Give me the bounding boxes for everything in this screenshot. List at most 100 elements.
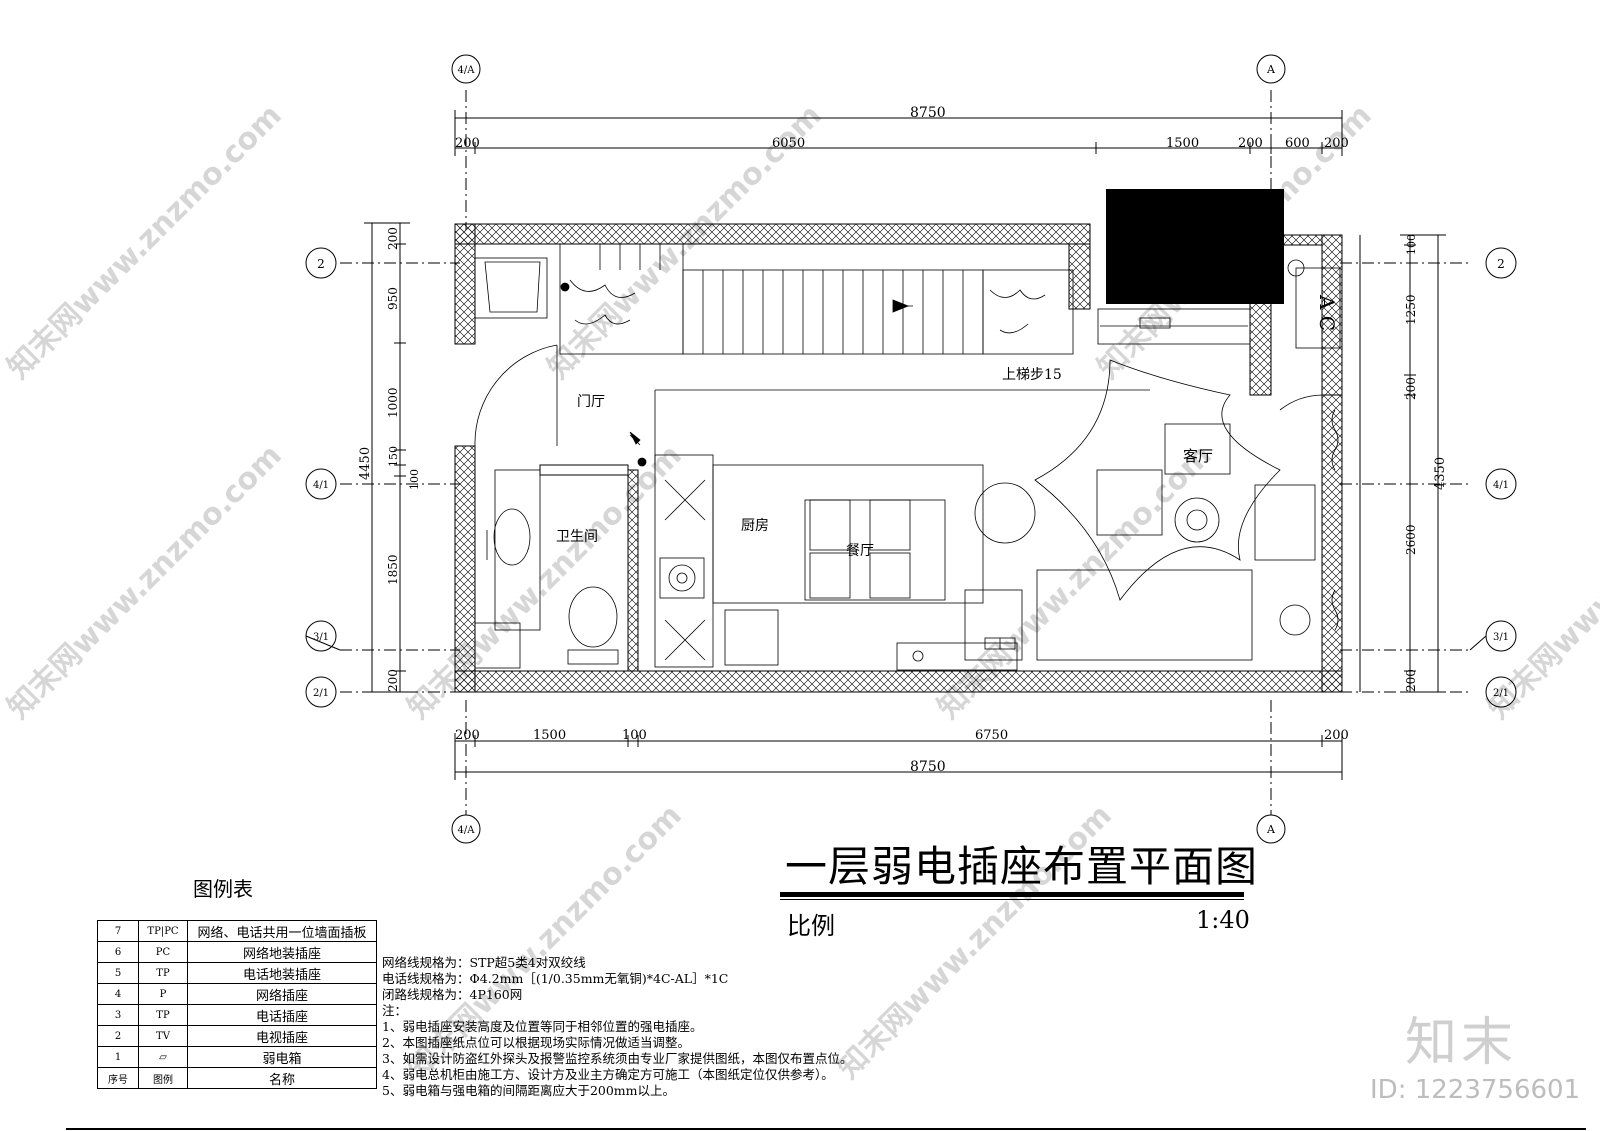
axis-label: 4/A [458, 825, 476, 836]
legend-name: 电话插座 [187, 1004, 377, 1026]
watermark-text: 知末网www.znzmo.com [1, 438, 289, 726]
dim-left-seg: 1850 [386, 554, 400, 585]
spec-line: 电话线规格为：Φ4.2mm［(1/0.35mm无氧铜)*4C-AL］*1C [382, 971, 729, 986]
legend-header-symbol: 图例 [138, 1067, 188, 1089]
axis-bubble [451, 814, 481, 844]
legend-name: 电话地装插座 [187, 962, 377, 984]
dim-top-seg: 6050 [772, 136, 805, 151]
dim-left-seg: 1000 [386, 387, 400, 418]
room-label-foyer: 门厅 [577, 394, 605, 410]
dim-bottom-seg: 200 [1324, 728, 1349, 743]
drawing-title: 一层弱电插座布置平面图 [785, 842, 1259, 891]
legend-table: 7 TP|PC 网络、电话共用一位墙面插板 6 PC 网络地装插座 5 TP 电… [97, 920, 377, 1089]
legend-header-name: 名称 [187, 1067, 377, 1089]
legend-row: 2 TV 电视插座 [97, 1025, 377, 1047]
outlet-symbols [984, 317, 1171, 650]
legend-row: 7 TP|PC 网络、电话共用一位墙面插板 [97, 920, 377, 942]
furniture [474, 257, 1341, 671]
legend-name: 网络地装插座 [187, 941, 377, 963]
dim-right-seg: 1250 [1404, 294, 1418, 325]
spec-line: 3、如需设计防盗红外探头及报警监控系统须由专业厂家提供图纸，本图仅布置点位。 [382, 1051, 853, 1066]
watermark-text: 知末网www.znzmo.com [1, 98, 289, 386]
legend-no: 4 [97, 983, 139, 1005]
image-id-watermark: ID: 1223756601 [1370, 1075, 1581, 1105]
legend-no: 2 [97, 1025, 139, 1047]
axis-label: 3/1 [1493, 632, 1509, 643]
legend-row: 5 TP 电话地装插座 [97, 962, 377, 984]
legend-row: 3 TP 电话插座 [97, 1004, 377, 1026]
legend-no: 7 [97, 920, 139, 942]
axis-label: 2/1 [1493, 688, 1509, 699]
dim-left-seg: 950 [386, 287, 400, 310]
spec-line: 网络线规格为：STP超5类4对双绞线 [382, 955, 586, 970]
dim-left-seg: 200 [386, 227, 400, 250]
right-axis-bubbles [305, 247, 1517, 708]
legend-name: 电视插座 [187, 1025, 377, 1047]
dim-bottom-seg: 6750 [975, 728, 1008, 743]
dim-left-seg: 200 [386, 669, 400, 692]
dim-bottom-seg: 200 [455, 728, 480, 743]
legend-header-no: 序号 [97, 1067, 139, 1089]
dim-top-seg: 200 [455, 136, 480, 151]
room-label-bathroom: 卫生间 [556, 529, 598, 545]
stair-treads [559, 243, 1074, 355]
redacted-block [1106, 189, 1284, 304]
axis-bubble [1256, 814, 1286, 844]
dim-bottom-seg: 100 [622, 728, 647, 743]
brand-watermark: 知末 [1405, 1013, 1518, 1073]
legend-no: 3 [97, 1004, 139, 1026]
ac-label: A C [1315, 294, 1339, 331]
legend-title: 图例表 [193, 877, 253, 901]
legend-symbol: TV [138, 1025, 188, 1047]
axis-bubble [451, 54, 481, 84]
axis-label: 2/1 [313, 688, 329, 699]
legend-symbol: ▱ [138, 1046, 188, 1068]
dim-top-seg: 200 [1238, 136, 1263, 151]
legend-header-row: 序号 图例 名称 [97, 1067, 377, 1089]
spec-notes: 网络线规格为：STP超5类4对双绞线 电话线规格为：Φ4.2mm［(1/0.35… [382, 955, 852, 1099]
dim-bottom-seg: 1500 [533, 728, 566, 743]
dim-right-seg: 2600 [1404, 524, 1418, 555]
legend-symbol: P [138, 983, 188, 1005]
axis-label: 3/1 [313, 632, 329, 643]
legend-row: 1 ▱ 弱电箱 [97, 1046, 377, 1068]
spec-line: 注： [382, 1003, 408, 1018]
axis-label: 4/1 [1493, 480, 1509, 491]
legend-no: 6 [97, 941, 139, 963]
axis-label: 4/1 [313, 480, 329, 491]
scale-value: 1:40 [1196, 906, 1250, 934]
dim-top-seg: 1500 [1166, 136, 1199, 151]
left-dimensions [340, 222, 460, 693]
dim-bottom-total: 8750 [910, 759, 946, 775]
legend-name: 弱电箱 [187, 1046, 377, 1068]
dim-right-seg: 200 [1404, 669, 1418, 692]
title-underline-thin [780, 899, 1244, 900]
dim-left-seg: 100 [408, 469, 421, 490]
legend-name: 网络插座 [187, 983, 377, 1005]
legend-symbol: TP [138, 962, 188, 984]
stair-label: 上梯步15 [1002, 367, 1062, 383]
legend-symbol: TP|PC [138, 920, 188, 942]
legend-name: 网络、电话共用一位墙面插板 [187, 920, 377, 942]
room-label-kitchen: 厨房 [741, 518, 769, 534]
spec-line: 5、弱电箱与强电箱的间隔距离应大于200mm以上。 [382, 1083, 676, 1098]
axis-bubble [1256, 54, 1286, 84]
axis-label: 2 [317, 257, 325, 271]
room-label-living: 客厅 [1183, 447, 1213, 465]
legend-symbol: TP [138, 1004, 188, 1026]
axis-label: A [1266, 823, 1276, 836]
axis-label: A [1266, 63, 1276, 76]
dim-right-seg: 200 [1404, 377, 1418, 400]
legend-row: 6 PC 网络地装插座 [97, 941, 377, 963]
dim-left-seg: 150 [387, 446, 400, 467]
scale-label: 比例 [787, 912, 835, 940]
legend-no: 5 [97, 962, 139, 984]
spec-line: 2、本图插座纸点位可以根据现场实际情况做适当调整。 [382, 1035, 690, 1050]
bottom-dimensions [454, 700, 1343, 815]
title-underline [780, 892, 1244, 897]
right-dimensions [1340, 234, 1470, 693]
dim-right-seg: 100 [1405, 234, 1418, 255]
spec-line: 闭路线规格为：4P160网 [382, 987, 523, 1002]
legend-no: 1 [97, 1046, 139, 1068]
